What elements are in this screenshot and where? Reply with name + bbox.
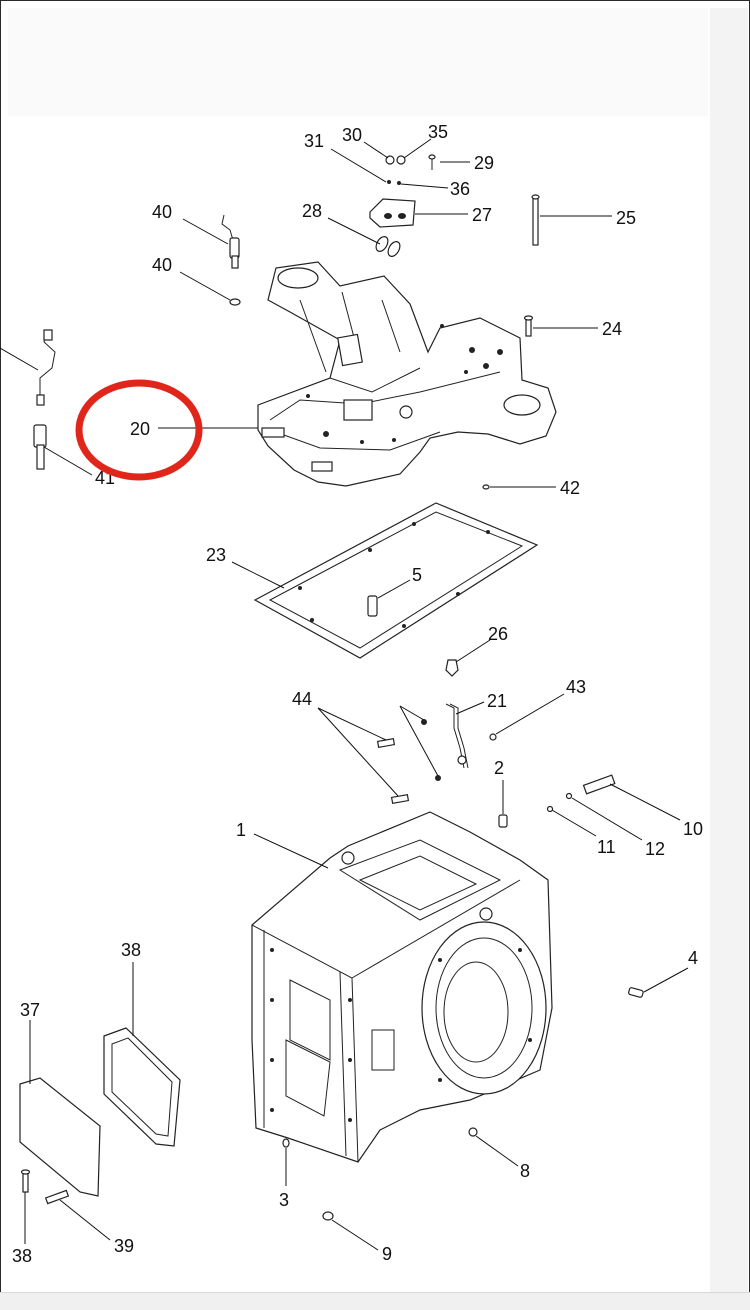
part-27-screw bbox=[428, 154, 436, 170]
callout-11: 11 bbox=[597, 837, 616, 857]
part-22-bolt bbox=[523, 315, 534, 337]
part-21-gasket bbox=[253, 502, 539, 659]
callout-26: 28 bbox=[302, 201, 322, 221]
part-26-seals bbox=[375, 236, 401, 257]
part-35-cover bbox=[19, 1077, 101, 1197]
part-23-long-bolt bbox=[531, 194, 540, 246]
part-28-30-nuts bbox=[385, 155, 406, 165]
callout-41: 42 bbox=[560, 478, 580, 498]
callout-9: 9 bbox=[382, 1244, 392, 1264]
callout-13: 21 bbox=[487, 691, 507, 711]
highlight-circle-part-20 bbox=[75, 379, 203, 481]
part-9-plug bbox=[322, 1211, 334, 1221]
callout-24: 26 bbox=[488, 624, 508, 644]
callout-27: 29 bbox=[474, 153, 494, 173]
part-40-sensor-left bbox=[33, 424, 47, 470]
callout-29: 31 bbox=[304, 131, 324, 151]
callout-8: 8 bbox=[520, 1161, 530, 1181]
part-44-nuts bbox=[421, 719, 441, 781]
left-sensor-cable bbox=[36, 329, 56, 406]
part-37-bolt bbox=[44, 1189, 70, 1205]
callout-23: 25 bbox=[616, 208, 636, 228]
part-38-bolt bbox=[20, 1169, 31, 1193]
part-43-bolts bbox=[376, 737, 410, 805]
part-40-washer-top bbox=[229, 298, 241, 306]
part-10-bolt bbox=[582, 774, 616, 795]
part-13-pipe bbox=[445, 703, 469, 769]
callout-43: 44 bbox=[292, 689, 312, 709]
callout-22: 24 bbox=[602, 319, 622, 339]
part-5-pin bbox=[367, 595, 378, 617]
callout-2: 2 bbox=[494, 758, 504, 778]
callout-42: 43 bbox=[566, 677, 586, 697]
callout-3: 3 bbox=[279, 1190, 289, 1210]
part-20-lift-housing bbox=[257, 261, 557, 487]
callout-4: 4 bbox=[688, 948, 698, 968]
part-39-sensor bbox=[221, 214, 240, 269]
part-1-transmission-housing bbox=[251, 811, 553, 1163]
callout-35: 37 bbox=[20, 1000, 40, 1020]
part-8-plug bbox=[468, 1127, 478, 1137]
callout-labels: 30 35 31 29 36 28 27 25 40 40 24 20 41 4… bbox=[20, 122, 703, 1264]
part-41-plug bbox=[482, 484, 490, 490]
callout-39: 40 bbox=[152, 202, 172, 222]
callout-12: 12 bbox=[645, 839, 665, 859]
part-3-pin bbox=[282, 1138, 290, 1148]
part-29-31-balls bbox=[387, 180, 401, 185]
callout-25: 27 bbox=[472, 205, 492, 225]
part-42-plug bbox=[489, 733, 497, 741]
callout-36: 38 bbox=[121, 940, 141, 960]
callout-21: 23 bbox=[206, 545, 226, 565]
callout-37: 39 bbox=[114, 1236, 134, 1256]
part-36-gasket bbox=[103, 1027, 181, 1147]
callout-10: 10 bbox=[683, 819, 703, 839]
page-edge-bottom bbox=[0, 1292, 750, 1310]
callout-1: 1 bbox=[236, 820, 246, 840]
callout-5: 5 bbox=[412, 565, 422, 585]
callout-30: 35 bbox=[428, 122, 448, 142]
part-11-12-balls bbox=[546, 792, 573, 813]
part-2-pin bbox=[498, 814, 508, 828]
part-24-fitting bbox=[445, 659, 459, 677]
callout-40-top: 40 bbox=[152, 255, 172, 275]
page-edge-right bbox=[710, 8, 748, 1304]
part-25-cover bbox=[369, 198, 416, 228]
callout-20: 20 bbox=[130, 419, 150, 439]
leader-lines bbox=[0, 138, 689, 1251]
callout-28: 30 bbox=[342, 125, 362, 145]
part-4-pin bbox=[628, 987, 644, 998]
callout-31: 36 bbox=[450, 179, 470, 199]
blank-header-area bbox=[8, 8, 708, 116]
